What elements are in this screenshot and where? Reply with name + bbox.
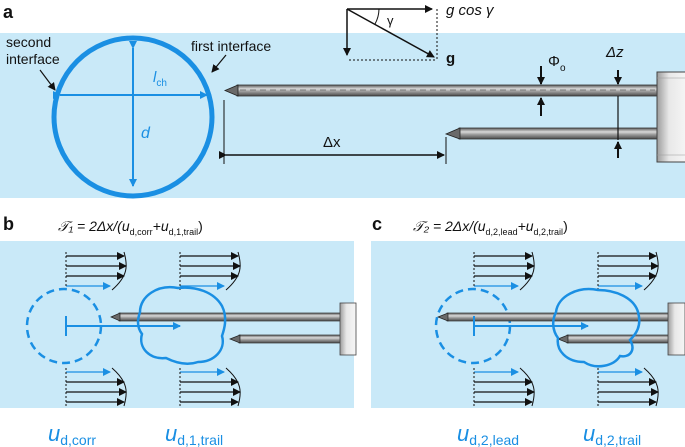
panel-b-formula: 𝒯₁ = 2Δx/(ud,corr+ud,1,trail) (58, 218, 203, 237)
u-corr-label: ud,corr (48, 421, 96, 447)
g-label: g (446, 50, 455, 67)
flow-arrows-c (473, 251, 659, 407)
panel-a-letter: a (3, 2, 14, 22)
d-label: d (141, 125, 151, 142)
g-cos-label: g cos γ (446, 2, 495, 19)
panel-b-background (0, 241, 354, 408)
velocity-profile-curve (643, 251, 659, 291)
flow-profile-b-bottom-right (179, 367, 241, 407)
long-needle (223, 84, 660, 97)
u-trail-c-label: ud,2,trail (583, 421, 641, 447)
gravity-diagram: γ g cos γ g (343, 2, 495, 67)
flow-profile-c-top-right (597, 251, 659, 291)
panel-c-letter: c (372, 214, 382, 234)
flow-profile-b-top-left (65, 251, 127, 291)
velocity-profile-curve (111, 367, 127, 407)
second-interface-pointer (39, 69, 56, 91)
droplet-c-deformed (552, 287, 641, 368)
velocity-profile-curve (225, 367, 241, 407)
velocity-profile-curve (643, 367, 659, 407)
droplet-circle (51, 35, 215, 199)
panel-b-letter: b (3, 214, 14, 234)
flow-profile-b-bottom-left (65, 367, 127, 407)
first-interface-label: first interface (191, 38, 271, 54)
panel-b: b 𝒯₁ = 2Δx/(ud,corr+ud,1,trail) ud,corr … (0, 214, 357, 447)
panel-c: c 𝒯₂ = 2Δx/(ud,2,lead+ud,2,trail) ud,2,l… (371, 214, 685, 447)
velocity-profile-curve (225, 251, 241, 291)
gamma-label: γ (387, 13, 394, 28)
lch-label: lch (153, 69, 167, 89)
second-interface-label-2: interface (6, 51, 60, 67)
panel-a: a lch d second interface first interface (0, 2, 685, 199)
first-interface-pointer (211, 54, 227, 73)
needles-c (437, 302, 685, 356)
dz-label: Δz (605, 44, 624, 61)
phi-label: Φo (548, 53, 566, 74)
flow-profile-c-bottom-right (597, 367, 659, 407)
panel-c-formula: 𝒯₂ = 2Δx/(ud,2,lead+ud,2,trail) (413, 218, 568, 237)
velocity-profile-curve (111, 251, 127, 291)
panel-a-background (0, 33, 685, 198)
dx-label: Δx (323, 134, 341, 151)
short-needle (444, 127, 660, 140)
needles-b (110, 302, 357, 356)
needle-holder (656, 71, 685, 163)
velocity-profile-curve (519, 367, 535, 407)
droplet-b-deformed (136, 285, 227, 365)
flow-profile-c-top-left (473, 251, 535, 291)
flow-profile-c-bottom-left (473, 367, 535, 407)
u-trail-b-label: ud,1,trail (165, 421, 223, 447)
velocity-profile-curve (519, 251, 535, 291)
flow-profile-b-top-right (179, 251, 241, 291)
u-lead-label: ud,2,lead (457, 421, 519, 447)
second-interface-label-1: second (6, 34, 51, 50)
flow-arrows-b (65, 251, 241, 407)
